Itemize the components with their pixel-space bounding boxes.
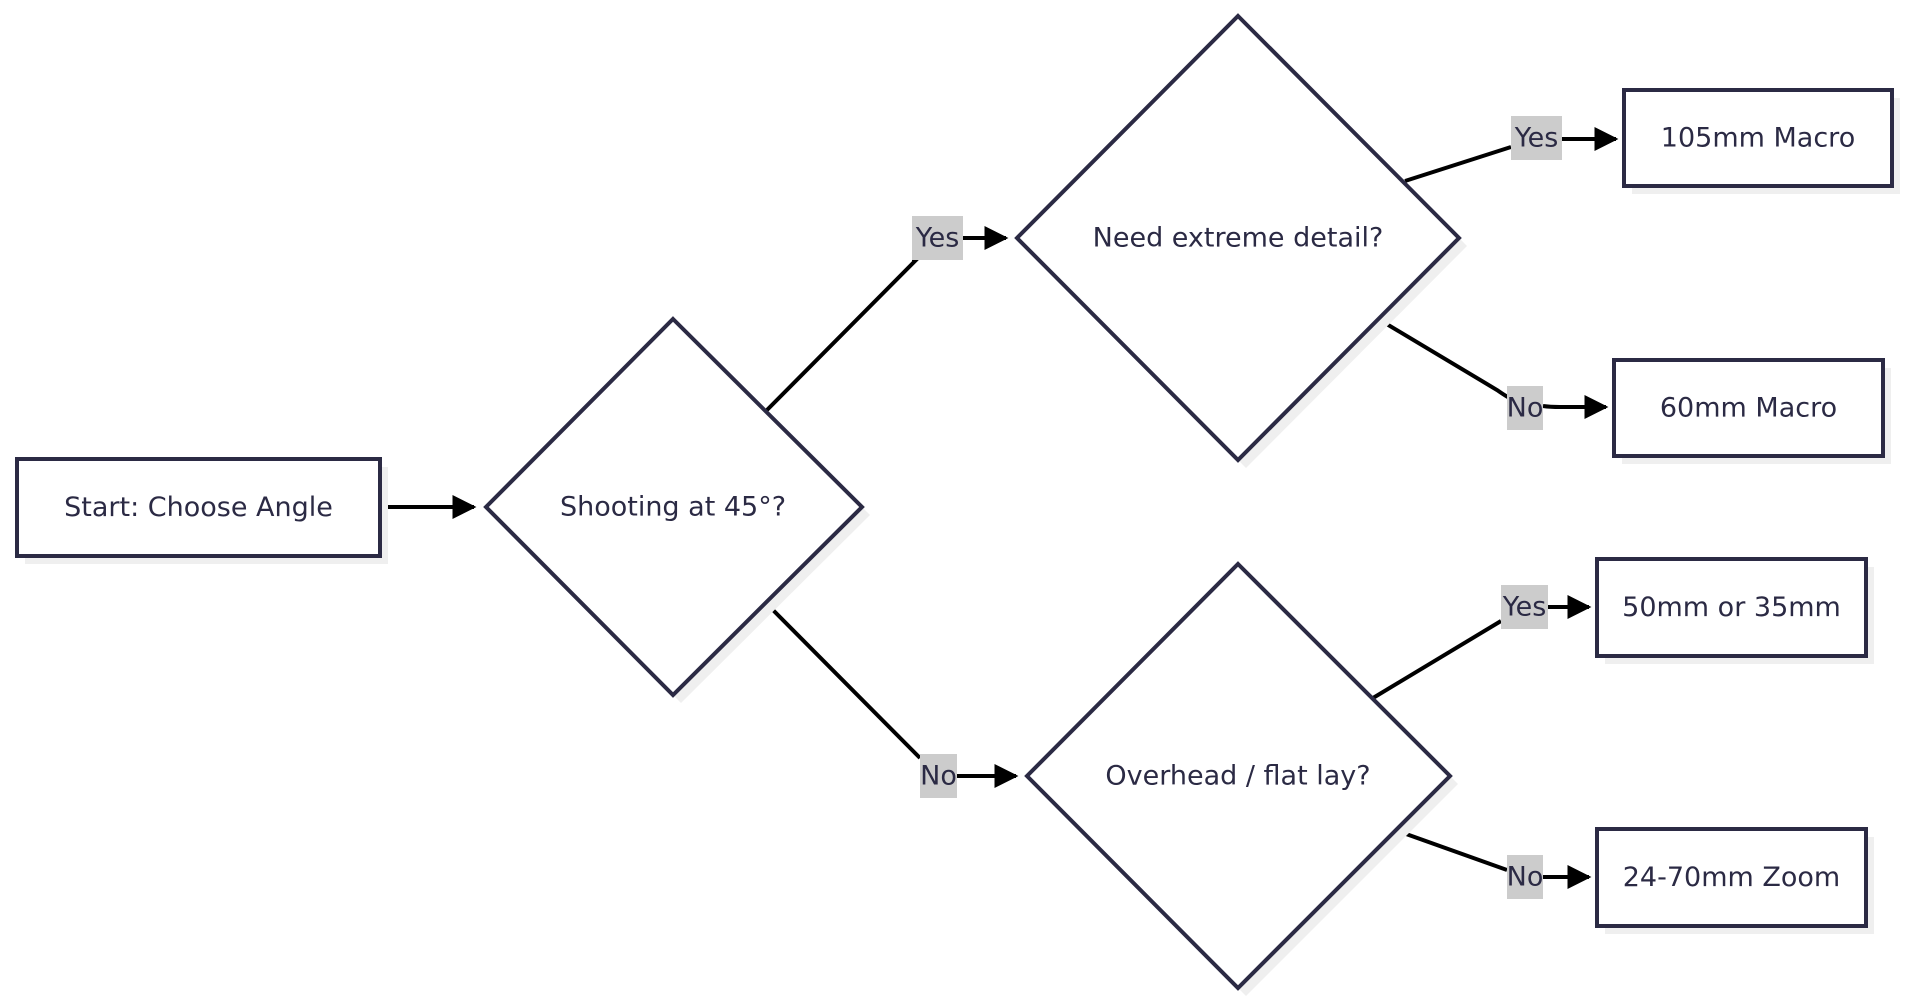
node-label: 60mm Macro — [1660, 393, 1837, 424]
node-q45[interactable]: Shooting at 45°? — [483, 316, 870, 703]
edge-label-bg — [1507, 855, 1543, 899]
node-macro60[interactable]: 60mm Macro — [1612, 358, 1891, 464]
decision-diamond — [1014, 13, 1462, 463]
node-box — [15, 457, 382, 558]
node-macro105[interactable]: 105mm Macro — [1622, 88, 1900, 194]
node-detail[interactable]: Need extreme detail? — [1014, 13, 1467, 468]
node-label: Start: Choose Angle — [64, 492, 333, 523]
edge-overhead-to-prime[interactable] — [1371, 619, 1503, 700]
nodes: Start: Choose Angle Shooting at 45°? Nee… — [15, 13, 1900, 996]
edges — [380, 127, 1619, 889]
node-label: Need extreme detail? — [1093, 223, 1384, 254]
edge-label-overhead-yes: Yes — [1501, 585, 1548, 629]
decision-diamond — [1024, 561, 1453, 991]
edge-overhead-to-zoom[interactable] — [1394, 828, 1508, 872]
edge-q45-to-detail[interactable] — [764, 257, 922, 413]
edge-label-detail-no: No — [1507, 386, 1544, 430]
node-label: Shooting at 45°? — [560, 492, 786, 523]
edge-label-q45-no: No — [920, 754, 957, 798]
edge-label-q45-yes: Yes — [912, 216, 963, 260]
edge-detail-to-macro105[interactable] — [1404, 145, 1512, 183]
node-box — [1595, 827, 1868, 928]
edge-q45-to-overhead[interactable] — [764, 601, 922, 760]
edge-detail-to-macro60[interactable] — [1378, 318, 1511, 400]
edge-label-bg — [1501, 585, 1548, 629]
edge-label-detail-yes: Yes — [1511, 116, 1562, 160]
edge-label-text: Yes — [1514, 123, 1559, 154]
edge-label-text: No — [920, 761, 957, 792]
edge-label-bg — [1511, 116, 1562, 160]
node-zoom[interactable]: 24-70mm Zoom — [1595, 827, 1874, 934]
edge-label-bg — [1507, 386, 1543, 430]
node-box — [1622, 88, 1894, 188]
node-prime[interactable]: 50mm or 35mm — [1595, 557, 1874, 664]
node-label: 24-70mm Zoom — [1623, 862, 1840, 893]
node-label: Overhead / flat lay? — [1105, 761, 1370, 792]
edge-label-text: Yes — [1502, 592, 1547, 623]
edge-labels: Yes No Yes No Yes No — [912, 116, 1562, 899]
node-label: 50mm or 35mm — [1622, 592, 1841, 623]
decision-diamond — [483, 316, 865, 698]
edge-label-text: No — [1507, 862, 1544, 893]
node-start[interactable]: Start: Choose Angle — [15, 457, 388, 564]
edge-label-text: Yes — [915, 223, 960, 254]
edge-label-bg — [912, 216, 963, 260]
edge-label-bg — [920, 754, 957, 798]
node-box — [1612, 358, 1885, 458]
node-overhead[interactable]: Overhead / flat lay? — [1024, 561, 1458, 996]
node-label: 105mm Macro — [1661, 123, 1855, 154]
edge-label-text: No — [1507, 393, 1544, 424]
edge-detail-to-macro60-arrow — [1542, 395, 1609, 419]
node-box — [1595, 557, 1868, 658]
edge-label-overhead-no: No — [1507, 855, 1544, 899]
